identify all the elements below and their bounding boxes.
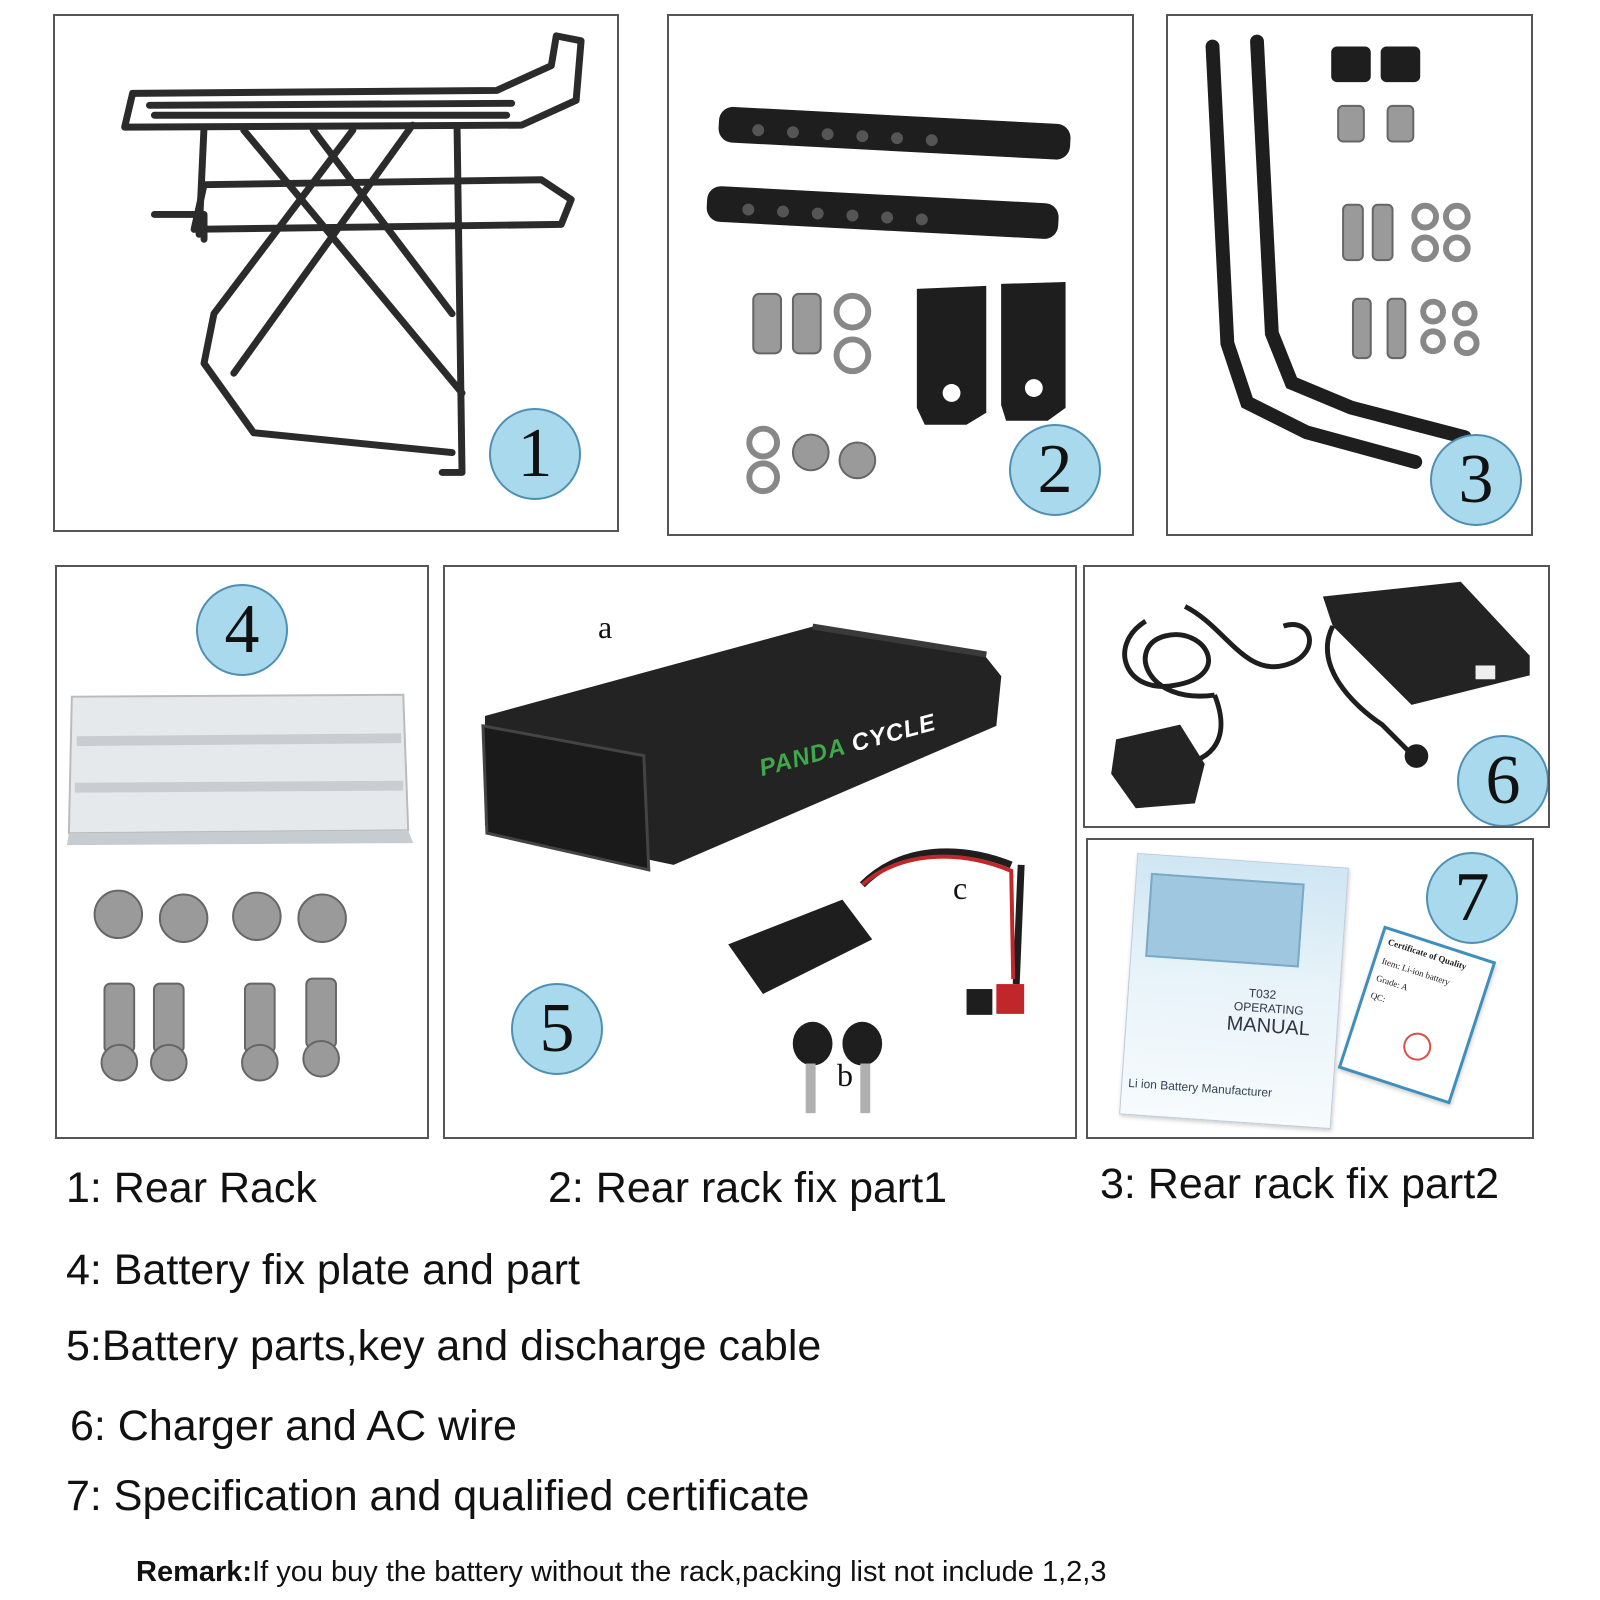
remark-note: Remark:If you buy the battery without th… [136,1556,1106,1589]
operating-manual: T032 OPERATING MANUAL Li ion Battery Man… [1119,852,1349,1130]
certificate-stamp [1399,1028,1435,1065]
manual-footer: Li ion Battery Manufacturer [1127,1075,1273,1100]
caption-charger: 6: Charger and AC wire [70,1402,517,1450]
fix-part2-image [1205,34,1480,469]
quality-certificate: Certificate of Quality Item: Li-ion batt… [1337,925,1497,1105]
caption-rack-fix-part2: 3: Rear rack fix part2 [1100,1160,1500,1208]
rear-rack-image [121,32,585,476]
remark-label: Remark: [136,1556,253,1588]
certificate-grade-label: Grade: [1375,972,1402,991]
label-a: a [598,609,613,645]
badge-number: 4 [224,591,260,668]
panel-rear-rack: 1 [53,14,619,532]
badge-6: 6 [1457,735,1548,826]
badge-number: 7 [1454,859,1490,936]
badge-7: 7 [1426,852,1518,944]
panel-rack-fix-part2: 3 [1166,14,1533,536]
caption-battery-parts: 5:Battery parts,key and discharge cable [66,1322,822,1370]
badge-2: 2 [1009,424,1101,516]
badge-1: 1 [489,408,581,500]
panel-battery-parts: a b c PANDA CYCLE 5 [443,565,1077,1139]
fix-plate-image [66,693,414,1082]
badge-number: 5 [539,990,575,1067]
certificate-grade-value: A [1399,981,1410,993]
manual-photo [1145,872,1305,968]
badge-number: 1 [517,415,553,492]
fix-part1-image [706,106,1071,495]
charger-image [1111,581,1530,809]
caption-rack-fix-part1: 2: Rear rack fix part1 [548,1164,948,1212]
badge-number: 3 [1458,441,1494,518]
label-c: c [953,870,968,906]
panel-battery-fix-plate: 4 [55,565,429,1139]
caption-rear-rack: 1: Rear Rack [66,1164,317,1212]
badge-number: 6 [1485,742,1521,819]
remark-text: If you buy the battery without the rack,… [252,1556,1107,1588]
caption-battery-fix-plate: 4: Battery fix plate and part [66,1246,580,1294]
panel-charger: 6 [1083,565,1550,828]
panel-manual-certificate: T032 OPERATING MANUAL Li ion Battery Man… [1086,838,1534,1139]
badge-4: 4 [196,584,288,676]
panel-rack-fix-part1: 2 [667,14,1134,536]
badge-3: 3 [1430,434,1522,526]
caption-specification: 7: Specification and qualified certifica… [66,1472,810,1520]
manual-line2: MANUAL [1225,1012,1311,1041]
badge-number: 2 [1037,431,1073,508]
battery-image [481,623,1025,1114]
badge-5: 5 [511,983,603,1075]
label-b: b [837,1057,853,1093]
